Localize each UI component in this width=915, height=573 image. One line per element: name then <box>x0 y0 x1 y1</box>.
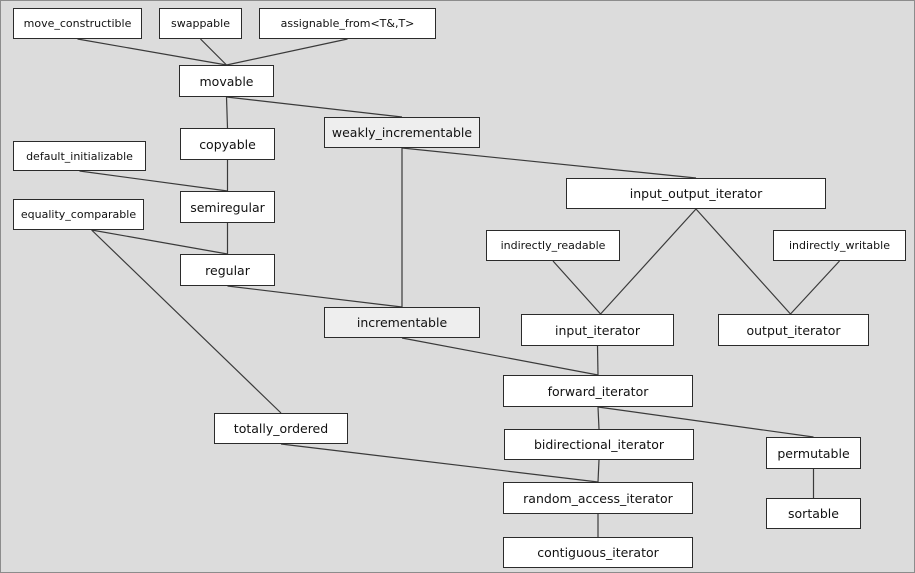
node-input-iterator: input_iterator <box>521 314 674 346</box>
edge-incrementable-to-forward-iterator <box>401 337 599 376</box>
node-copyable: copyable <box>180 128 275 160</box>
node-equality-comparable: equality_comparable <box>13 199 144 230</box>
node-totally-ordered: totally_ordered <box>214 413 348 444</box>
node-bidirectional-iterator: bidirectional_iterator <box>504 429 694 460</box>
edge-indirectly-writable-to-output-iterator <box>790 260 840 315</box>
edge-input-output-iterator-to-input-iterator <box>600 208 697 315</box>
node-default-initializable: default_initializable <box>13 141 146 171</box>
edge-default-initializable-to-semiregular <box>79 170 228 192</box>
edge-totally-ordered-to-random-access-iterator <box>280 443 599 483</box>
node-random-access-iterator: random_access_iterator <box>503 482 693 514</box>
node-permutable: permutable <box>766 437 861 469</box>
node-semiregular: semiregular <box>180 191 275 223</box>
node-contiguous-iterator: contiguous_iterator <box>503 537 693 568</box>
edge-move-constructible-to-movable <box>77 38 227 66</box>
edge-bidirectional-iterator-to-random-access-iterator <box>597 459 600 483</box>
node-weakly-incrementable: weakly_incrementable <box>324 117 480 148</box>
node-movable: movable <box>179 65 274 97</box>
edge-input-output-iterator-to-output-iterator <box>695 208 791 315</box>
node-move-constructible: move_constructible <box>13 8 142 39</box>
edge-input-iterator-to-forward-iterator <box>596 345 599 376</box>
edge-forward-iterator-to-permutable <box>597 406 814 438</box>
node-forward-iterator: forward_iterator <box>503 375 693 407</box>
node-swappable: swappable <box>159 8 242 39</box>
edge-swappable-to-movable <box>200 38 227 66</box>
edge-regular-to-incrementable <box>227 285 403 308</box>
edge-indirectly-readable-to-input-iterator <box>552 260 602 315</box>
edge-forward-iterator-to-bidirectional-iterator <box>597 406 600 430</box>
edge-equality-comparable-to-totally-ordered <box>91 229 282 414</box>
edge-movable-to-copyable <box>225 96 229 129</box>
node-indirectly-readable: indirectly_readable <box>486 230 620 261</box>
edge-equality-comparable-to-regular <box>91 229 228 255</box>
node-regular: regular <box>180 254 275 286</box>
node-indirectly-writable: indirectly_writable <box>773 230 906 261</box>
node-output-iterator: output_iterator <box>718 314 869 346</box>
edge-assignable-from-to-movable <box>226 38 348 66</box>
edge-weakly-incrementable-to-input-output-iterator <box>401 147 697 179</box>
node-assignable-from: assignable_from<T&,T> <box>259 8 436 39</box>
node-input-output-iterator: input_output_iterator <box>566 178 826 209</box>
node-incrementable: incrementable <box>324 307 480 338</box>
edge-movable-to-weakly-incrementable <box>226 96 403 118</box>
node-sortable: sortable <box>766 498 861 529</box>
